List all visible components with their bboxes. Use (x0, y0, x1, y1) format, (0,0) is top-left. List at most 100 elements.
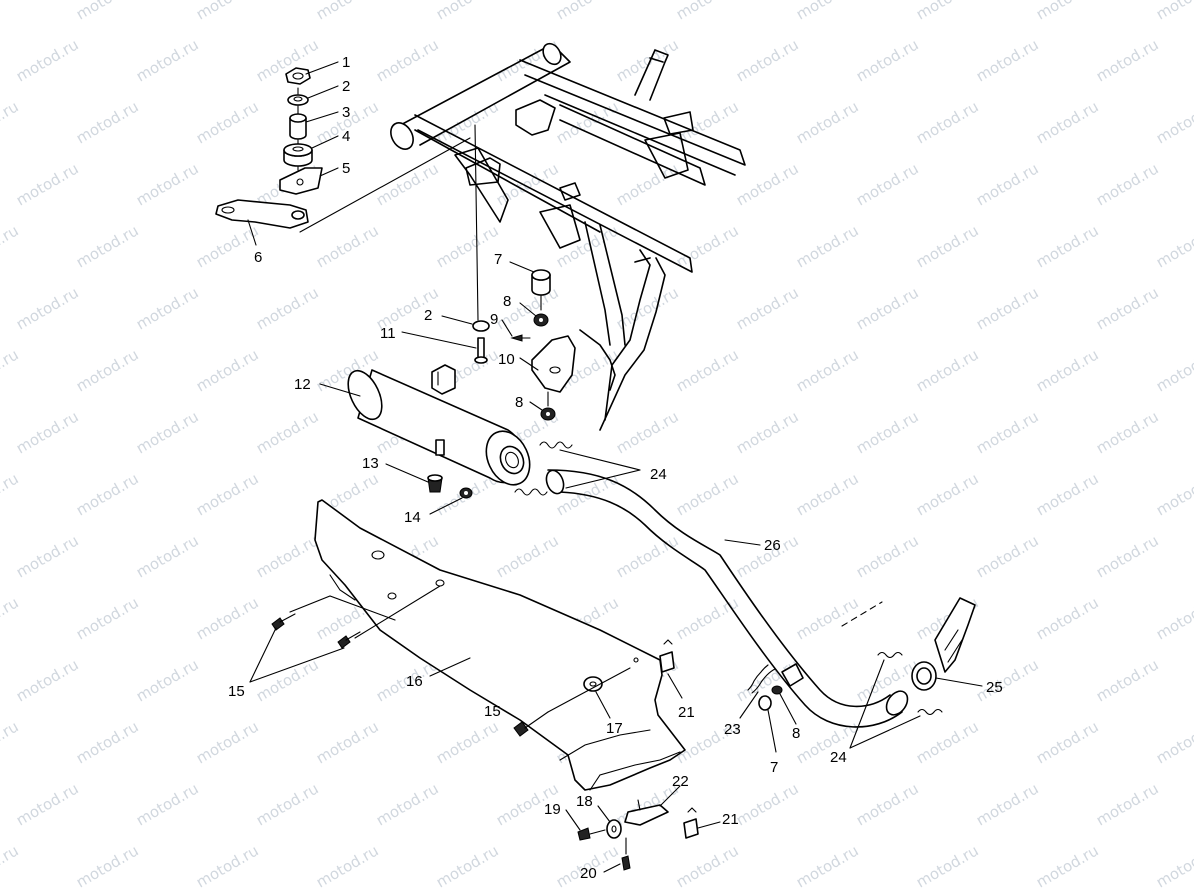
callout-2b: 2 (424, 307, 432, 324)
watermark-text: motod.ru (0, 221, 22, 271)
watermark-text: motod.ru (613, 35, 682, 85)
callout-8a: 8 (503, 293, 511, 310)
watermark-text: motod.ru (1153, 97, 1194, 147)
watermark-text: motod.ru (733, 35, 802, 85)
callout-1: 1 (342, 54, 350, 71)
watermark-text: motod.ru (1033, 469, 1102, 519)
watermark-text: motod.ru (973, 779, 1042, 829)
callout-21a: 21 (678, 704, 695, 721)
callout-14: 14 (404, 509, 421, 526)
callout-8c: 8 (792, 725, 800, 742)
watermark-text: motod.ru (193, 717, 262, 767)
watermark-text: motod.ru (73, 0, 142, 23)
watermark-text: motod.ru (1153, 469, 1194, 519)
watermark-text: motod.ru (373, 779, 442, 829)
watermark-text: motod.ru (853, 779, 922, 829)
watermark-text: motod.ru (13, 35, 82, 85)
watermark-text: motod.ru (673, 0, 742, 23)
watermark-text: motod.ru (793, 345, 862, 395)
watermark-text: motod.ru (73, 221, 142, 271)
screw-19 (577, 827, 591, 841)
bracket-5 (279, 167, 323, 195)
watermark-text: motod.ru (853, 655, 922, 705)
watermark-text: motod.ru (1033, 717, 1102, 767)
callout-15b: 15 (484, 703, 501, 720)
washer-18 (606, 819, 622, 839)
watermark-text: motod.ru (73, 593, 142, 643)
watermark-text: motod.ru (1033, 97, 1102, 147)
watermark-text: motod.ru (1033, 593, 1102, 643)
watermark-text: motod.ru (913, 717, 982, 767)
watermark-text: motod.ru (193, 593, 262, 643)
watermark-text: motod.ru (1093, 35, 1162, 85)
watermark-text: motod.ru (73, 717, 142, 767)
watermark-text: motod.ru (133, 655, 202, 705)
watermark-text: motod.ru (0, 841, 22, 891)
watermark-text: motod.ru (13, 655, 82, 705)
callout-6: 6 (254, 249, 262, 266)
watermark-text: motod.ru (133, 283, 202, 333)
washer-2 (287, 94, 309, 106)
watermark-text: motod.ru (133, 35, 202, 85)
watermark-text: motod.ru (193, 841, 262, 891)
bracket-6 (215, 199, 309, 229)
watermark-text: motod.ru (1153, 593, 1194, 643)
watermark-text: motod.ru (433, 0, 502, 23)
watermark-text: motod.ru (0, 717, 22, 767)
callout-10: 10 (498, 351, 515, 368)
watermark-text: motod.ru (193, 0, 262, 23)
watermark-text: motod.ru (673, 345, 742, 395)
watermark-text: motod.ru (373, 159, 442, 209)
watermark-text: motod.ru (853, 283, 922, 333)
watermark-text: motod.ru (313, 0, 382, 23)
callout-22: 22 (672, 773, 689, 790)
watermark-text: motod.ru (73, 469, 142, 519)
callout-5: 5 (342, 160, 350, 177)
washer-2b (472, 320, 490, 332)
watermark-text: motod.ru (1153, 345, 1194, 395)
callout-19: 19 (544, 801, 561, 818)
watermark-text: motod.ru (673, 221, 742, 271)
watermark-text: motod.ru (1153, 221, 1194, 271)
callout-17: 17 (606, 720, 623, 737)
callout-7b: 7 (770, 759, 778, 776)
callout-15a: 15 (228, 683, 245, 700)
lower-bracket-group (577, 799, 699, 871)
watermark-text: motod.ru (853, 35, 922, 85)
watermark-text: motod.ru (613, 531, 682, 581)
watermark-text: motod.ru (253, 779, 322, 829)
watermark-text: motod.ru (793, 717, 862, 767)
watermark-text: motod.ru (913, 0, 982, 23)
watermark-text: motod.ru (1093, 655, 1162, 705)
bushing-3 (289, 118, 307, 140)
watermark-text: motod.ru (973, 159, 1042, 209)
watermark-text: motod.ru (493, 531, 562, 581)
callout-7a: 7 (494, 251, 502, 268)
watermark-text: motod.ru (793, 221, 862, 271)
watermark-text: motod.ru (0, 0, 22, 23)
muffler-mount-hardware (472, 269, 576, 421)
watermark-text: motod.ru (793, 593, 862, 643)
watermark-text: motod.ru (0, 469, 22, 519)
watermark-text: motod.ru (0, 345, 22, 395)
watermark-text: motod.ru (1033, 221, 1102, 271)
callout-24a: 24 (650, 466, 667, 483)
watermark-text: motod.ru (913, 97, 982, 147)
watermark-text: motod.ru (793, 0, 862, 23)
watermark-text: motod.ru (1153, 717, 1194, 767)
watermark-text: motod.ru (193, 345, 262, 395)
grommet-7b (758, 695, 772, 711)
watermark-text: motod.ru (553, 0, 622, 23)
screw-20 (621, 855, 631, 871)
watermark-text: motod.ru (433, 841, 502, 891)
watermark-text: motod.ru (733, 159, 802, 209)
callout-12: 12 (294, 376, 311, 393)
watermark-text: motod.ru (13, 159, 82, 209)
callout-11: 11 (380, 325, 396, 342)
watermark-text: motod.ru (1033, 841, 1102, 891)
watermark-text: motod.ru (73, 841, 142, 891)
watermark-text: motod.ru (973, 655, 1042, 705)
watermark-text: motod.ru (613, 159, 682, 209)
muffler-fasteners (427, 474, 473, 499)
